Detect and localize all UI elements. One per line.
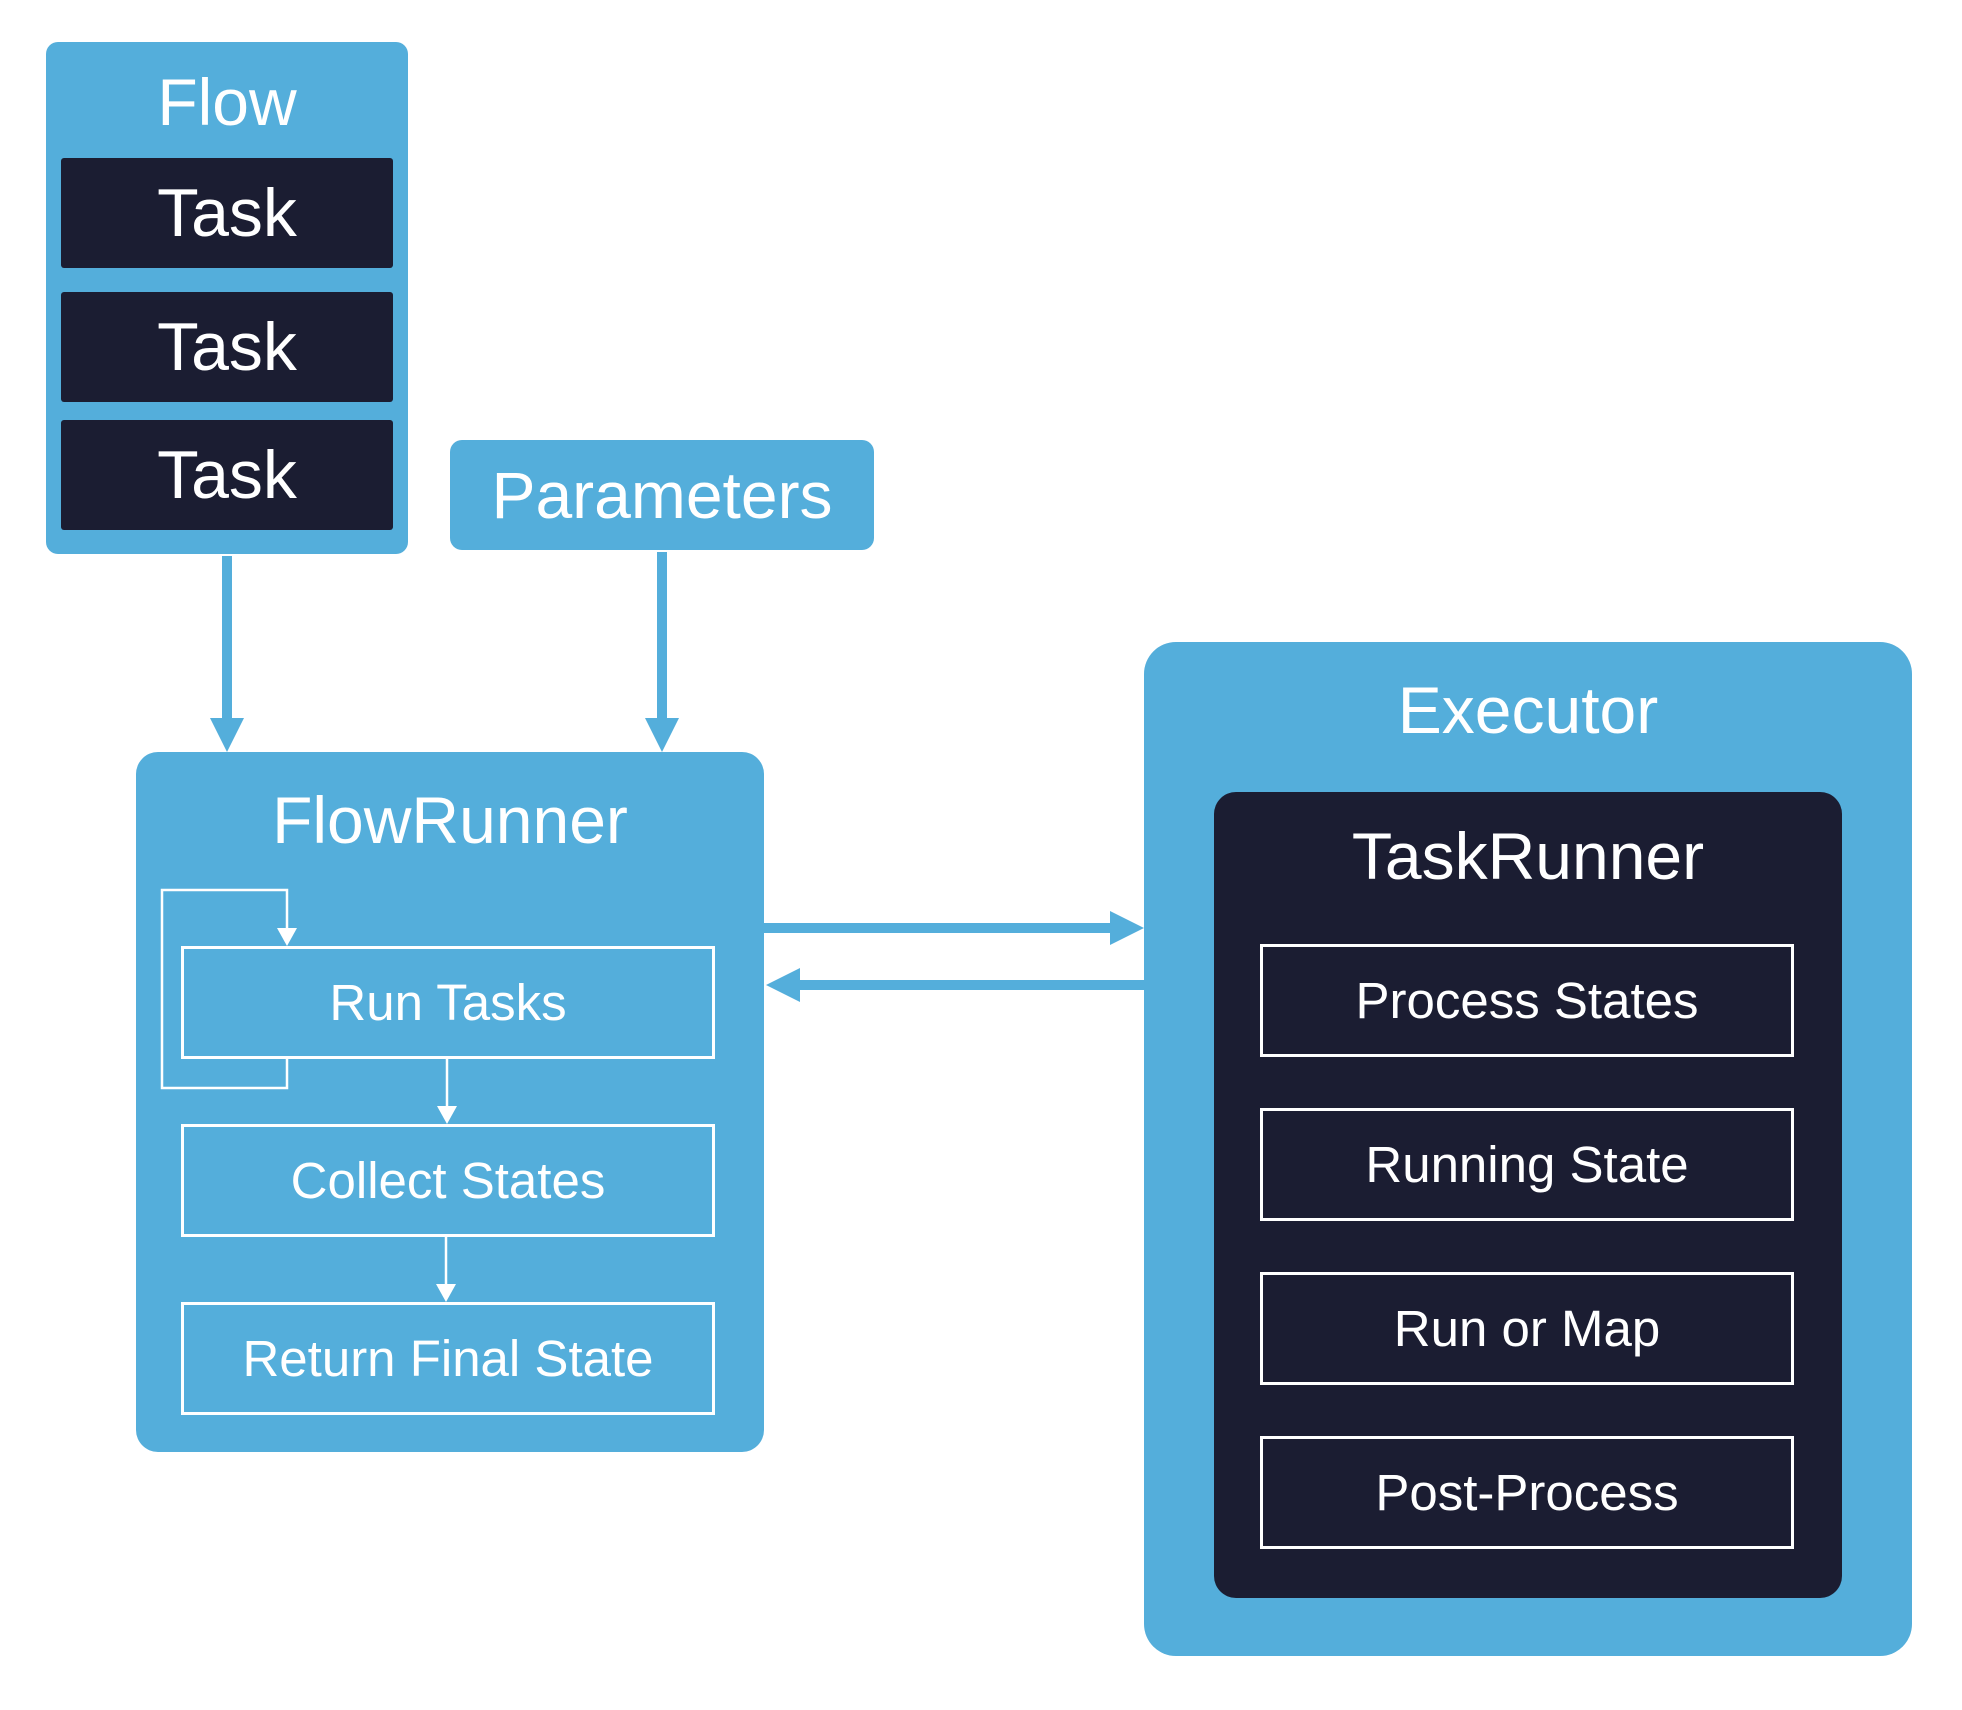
flow-title: Flow: [157, 65, 297, 139]
executor-to-flowrunner-arrow: [766, 968, 1144, 1002]
executor-box: Executor TaskRunner Process States Runni…: [1144, 642, 1912, 1656]
flow-box: Flow Task Task Task: [46, 42, 408, 554]
flowrunner-box: FlowRunner Run Tasks Collect States Retu…: [136, 752, 764, 1452]
taskrunner-box: TaskRunner Process States Running State …: [1214, 792, 1842, 1598]
flowrunner-title: FlowRunner: [272, 783, 628, 857]
flowrunner-to-executor-arrow: [764, 911, 1144, 945]
executor-title: Executor: [1397, 673, 1659, 747]
running-state-step: Running State: [1260, 1108, 1794, 1221]
flow-to-flowrunner-arrow: [210, 556, 244, 752]
task-block: Task: [61, 420, 393, 530]
process-states-step: Process States: [1260, 944, 1794, 1057]
run-or-map-step: Run or Map: [1260, 1272, 1794, 1385]
collect-states-step: Collect States: [181, 1124, 715, 1237]
task-block: Task: [61, 158, 393, 268]
taskrunner-title: TaskRunner: [1351, 819, 1705, 893]
post-process-step: Post-Process: [1260, 1436, 1794, 1549]
task-block: Task: [61, 292, 393, 402]
parameters-box: Parameters: [450, 440, 874, 550]
parameters-to-flowrunner-arrow: [645, 552, 679, 752]
run-tasks-step: Run Tasks: [181, 946, 715, 1059]
return-final-state-step: Return Final State: [181, 1302, 715, 1415]
